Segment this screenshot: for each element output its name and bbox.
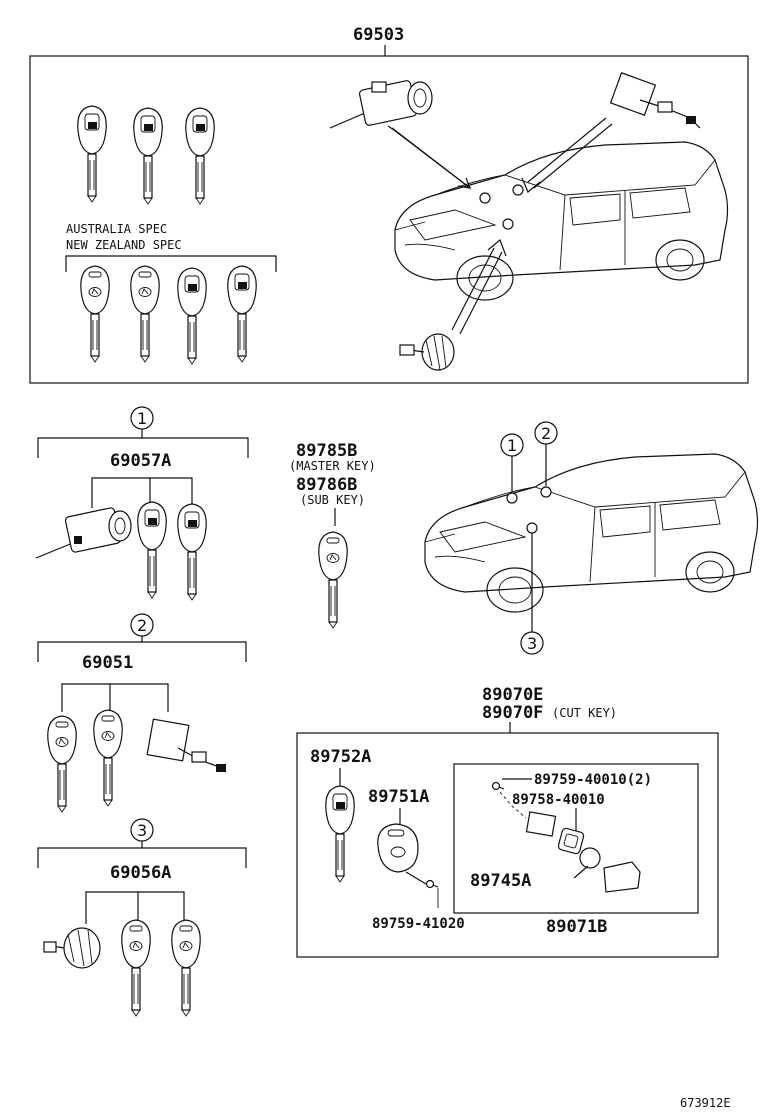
part-number-69051: 69051 xyxy=(82,653,133,673)
location-marker xyxy=(502,218,514,230)
battery-icon xyxy=(579,847,601,869)
vehicle-illustration xyxy=(424,453,759,613)
transmitter-group-frame xyxy=(296,732,719,958)
key-icon xyxy=(80,265,110,363)
door-lock-cylinder-icon xyxy=(609,72,701,129)
key-icon xyxy=(137,501,167,599)
part-number-89752A: 89752A xyxy=(310,747,371,767)
key-icon xyxy=(325,785,355,883)
location-marker xyxy=(479,192,491,204)
top-group-frame xyxy=(29,55,749,384)
key-icon xyxy=(227,265,257,363)
part-number-89785B: 89785B xyxy=(296,441,357,461)
group-2-bracket xyxy=(37,641,247,662)
part-number-89745A: 89745A xyxy=(470,871,531,891)
key-icon xyxy=(130,265,160,363)
key-icon xyxy=(133,107,163,205)
key-icon xyxy=(177,503,207,601)
part-number-69056A: 69056A xyxy=(110,863,171,883)
ignition-cylinder-icon xyxy=(35,507,132,559)
key-icon xyxy=(121,919,151,1017)
part-number-89071B: 89071B xyxy=(546,917,607,937)
part-number-69503: 69503 xyxy=(353,25,404,45)
spec-bracket xyxy=(65,255,277,272)
car-callout-3-number: 3 xyxy=(527,634,537,653)
glove-box-cylinder-icon xyxy=(43,927,101,969)
arrow-icon xyxy=(527,117,607,183)
inner-box-frame xyxy=(453,763,699,914)
car-callout-1-number: 1 xyxy=(507,436,517,455)
part-number-89759-40010: 89759-40010(2) xyxy=(534,772,652,788)
car-callout-3 xyxy=(520,631,544,655)
spec-note-australia: AUSTRALIA SPEC xyxy=(66,222,167,236)
part-number-89758-40010: 89758-40010 xyxy=(512,792,605,808)
door-lock-cylinder-icon xyxy=(146,718,226,772)
screw-icon xyxy=(491,781,505,791)
group-1-number: 1 xyxy=(137,409,147,428)
spec-note-new-zealand: NEW ZEALAND SPEC xyxy=(66,238,182,252)
ignition-cylinder-icon xyxy=(329,80,433,129)
illustration-id: 673912E xyxy=(680,1096,731,1110)
part-number-69057A: 69057A xyxy=(110,451,171,471)
part-number-89751A: 89751A xyxy=(368,787,429,807)
part-number-89070E: 89070E xyxy=(482,685,543,705)
key-icon xyxy=(177,267,207,365)
part-number-89786B: 89786B xyxy=(296,475,357,495)
key-icon xyxy=(47,715,77,813)
glove-box-cylinder-icon xyxy=(399,333,455,371)
screw-icon xyxy=(425,879,439,889)
location-marker xyxy=(512,184,524,196)
key-icon xyxy=(93,709,123,807)
master-key-note: (MASTER KEY) xyxy=(289,459,376,473)
group-3-bracket xyxy=(37,847,247,868)
key-icon xyxy=(318,531,348,629)
cut-key-note: (CUT KEY) xyxy=(552,706,617,720)
group-2-number: 2 xyxy=(137,616,147,635)
group-3-number: 3 xyxy=(137,821,147,840)
key-icon xyxy=(185,107,215,205)
group-1-bracket xyxy=(37,437,249,458)
part-number-89070F: 89070F xyxy=(482,703,543,723)
key-icon xyxy=(77,105,107,203)
transmitter-case-icon xyxy=(603,861,641,893)
arrow-icon xyxy=(451,247,495,331)
battery-cover-icon xyxy=(557,827,585,855)
inner-plate-icon xyxy=(525,811,557,837)
sub-key-note: (SUB KEY) xyxy=(300,493,365,507)
part-number-89759-41020: 89759-41020 xyxy=(372,916,465,932)
key-icon xyxy=(171,919,201,1017)
car-callout-2-number: 2 xyxy=(541,424,551,443)
transmitter-housing-icon xyxy=(377,823,419,873)
